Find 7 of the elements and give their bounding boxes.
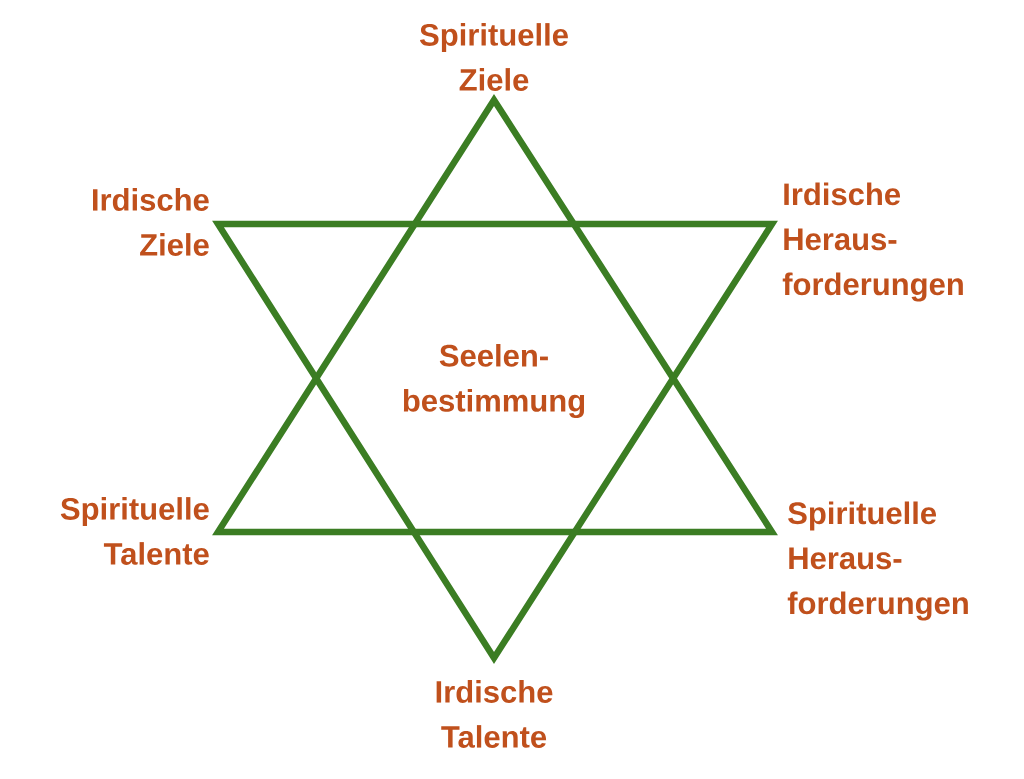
label-text: Irdische Ziele: [93, 188, 209, 256]
label-text: Spirituelle Talente: [60, 497, 209, 565]
label-text: Seelen- bestimmung: [403, 344, 585, 418]
label-text: Spirituelle Ziele: [419, 23, 568, 91]
label-text: Spirituelle Heraus- forderungen: [787, 501, 968, 621]
label-text: Irdische Talente: [436, 680, 553, 748]
label-text: Irdische Heraus- forderungen: [782, 182, 963, 302]
